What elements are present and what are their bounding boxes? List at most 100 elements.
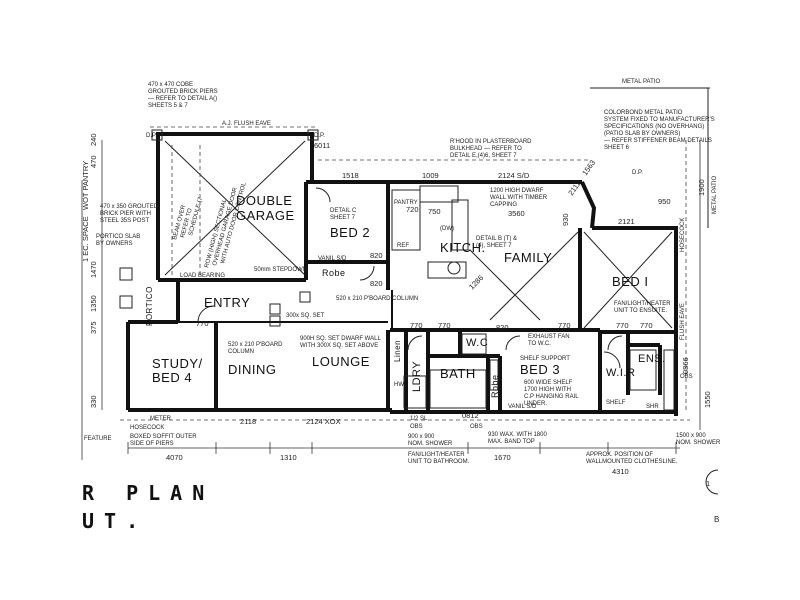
note-detail-c-1: DETAIL C — [330, 208, 357, 214]
room-robe-bed2: Robe — [322, 268, 346, 278]
dim-770e: 770 — [616, 321, 629, 330]
note-boxed-soffit-1: BOXED SOFFIT OUTER — [130, 434, 197, 440]
note-pier-3: STEEL 35S POST — [100, 218, 149, 224]
exterior-walls — [126, 132, 678, 416]
note-cobe-2: GROUTED BRICK PIERS — [148, 89, 218, 95]
note-clothesline-1: APPROX. POSITION OF — [586, 452, 653, 458]
dim-3560: 3560 — [508, 209, 525, 218]
dim-820a: 820 — [370, 251, 383, 260]
note-cobe-4: SHEETS 5 & 7 — [148, 103, 188, 109]
fixtures-and-details — [81, 87, 719, 495]
room-wc: W.C — [466, 337, 488, 349]
note-colorbond-5: — REFER STIFFENER BEAM DETAILS — [604, 138, 712, 144]
room-laundry: LDRY — [411, 361, 423, 392]
note-feature: FEATURE — [84, 436, 112, 442]
note-dwarf-wall-3: CAPPING — [490, 202, 517, 208]
room-bath: BATH — [440, 366, 476, 381]
note-fan-bath-1: FAN/LIGHT/HEATER — [408, 452, 465, 458]
dim-1009: 1009 — [422, 171, 439, 180]
dim-770d: 770 — [558, 321, 571, 330]
dim-720: 720 — [406, 205, 419, 214]
note-shelf-5: SHELF — [606, 400, 626, 406]
dim-1563: 1563 — [580, 158, 597, 177]
room-robe-bed3: Robe — [490, 374, 500, 398]
note-meter: METER — [150, 416, 172, 422]
dim-1900: 1900 — [697, 179, 706, 196]
note-rhood-3: DETAIL E,(4)6, SHEET 7 — [450, 153, 517, 159]
label-dishwasher: (DW) — [440, 226, 454, 232]
dim-1286: 1286 — [467, 273, 485, 291]
dim-470: 470 — [89, 155, 98, 168]
room-bed-3: BED 3 — [520, 362, 560, 377]
room-portico: PORTICO — [145, 286, 154, 326]
note-pb-column2-2: COLUMN — [228, 349, 254, 355]
note-dwarf-wall2-2: WITH 300X SQ. SET ABOVE — [300, 343, 378, 349]
room-dining: DINING — [228, 362, 277, 377]
note-obs-2: OBS — [470, 424, 483, 430]
note-pb-column2-1: 520 x 210 P'BOARD — [228, 342, 283, 348]
note-vanil: VANIL S/D — [318, 256, 347, 262]
note-portico-slab-1: PORTICO SLAB — [96, 234, 140, 240]
note-vanil-2: VANIL S/D — [508, 404, 537, 410]
dim-240: 240 — [89, 133, 98, 146]
note-shower-front-1: 900 x 900 — [408, 434, 435, 440]
dim-1518: 1518 — [342, 171, 359, 180]
room-wir: W.I.R — [606, 367, 635, 379]
note-dp-1: D.P. — [146, 133, 157, 139]
note-rhood-2: BULKHEAD — REFER TO — [450, 146, 522, 152]
room-linen: Linen — [393, 340, 402, 362]
note-load-bearing: LOAD BEARING — [180, 273, 225, 279]
room-bed-2: BED 2 — [330, 225, 370, 240]
note-colorbond-1: COLORBOND METAL PATIO — [604, 110, 683, 116]
note-obs-3: OBS — [680, 374, 693, 380]
dim-770a: 770 — [196, 319, 209, 328]
room-study-line1: STUDY/ — [152, 356, 203, 371]
dim-930: 930 — [561, 213, 570, 226]
dim-330: 330 — [89, 395, 98, 408]
note-detail-b-2: (4), SHEET 7 — [476, 243, 512, 249]
note-flush-eave-top: A.J. FLUSH EAVE — [222, 121, 271, 127]
dim-750: 750 — [428, 207, 441, 216]
dim-820c: 820 — [496, 323, 509, 332]
dim-1470: 1470 — [89, 261, 98, 278]
dim-pantry-wall: WOT PANTRY — [81, 161, 90, 210]
dim-2124a: 2124 S/D — [498, 171, 530, 180]
note-vanity-1: 930 WAX. WITH 1800 — [488, 432, 547, 438]
note-colorbond-4: (PATIO SLAB BY OWNERS) — [604, 131, 680, 137]
ref-marker-1: 1 — [706, 479, 710, 488]
note-clothesline-2: WALLMOUNTED CLOTHESLINE. — [586, 459, 678, 465]
room-lounge: LOUNGE — [312, 354, 370, 369]
dim-770c: 770 — [438, 321, 451, 330]
note-portico-slab-2: BY OWNERS — [96, 241, 133, 247]
note-shower-ens-2: NOM. SHOWER — [676, 440, 721, 446]
note-detail-c-2: SHEET 7 — [330, 215, 356, 221]
note-dp-3: D.P. — [632, 170, 643, 176]
note-colorbond-6: SHEET 6 — [604, 145, 630, 151]
note-hosecock-left: HOSECOCK — [130, 425, 164, 431]
dim-1310: 1310 — [280, 453, 297, 462]
note-stepdown: 50mm STEPDOWN — [254, 267, 307, 273]
dim-0812: 0812 — [462, 411, 479, 420]
dim-375: 375 — [89, 321, 98, 334]
note-detail-b-1: DETAIL B (T) & — [476, 236, 517, 242]
note-dwarf-wall2-1: 900H SQ. SET DWARF WALL — [300, 336, 381, 342]
room-double-garage-line2: GARAGE — [236, 208, 295, 223]
note-colorbond-3: SPECIFICATIONS (NO OVERHANG) — [604, 124, 704, 130]
room-double-garage-line1: DOUBLE — [236, 193, 292, 208]
dim-1550: 1550 — [703, 391, 712, 408]
note-shower-ens-1: 1500 x 900 — [676, 433, 706, 439]
room-study-line2: BED 4 — [152, 370, 192, 385]
room-pantry: PANTRY — [394, 200, 418, 206]
dim-820b: 820 — [370, 279, 383, 288]
note-sl: 1/2 SL — [410, 416, 428, 422]
note-shelf-support: SHELF SUPPORT — [520, 356, 570, 362]
note-metal-patio-top: METAL PATIO — [622, 79, 660, 85]
note-exhaust-1: EXHAUST FAN — [528, 334, 570, 340]
note-metal-patio-right: METAL PATIO — [712, 176, 718, 214]
room-family: FAMILY — [504, 250, 552, 265]
dim-1670: 1670 — [494, 453, 511, 462]
note-fan-ensuite-2: UNIT TO ENSUITE. — [614, 308, 667, 314]
room-ensuite: ENS. — [638, 353, 666, 365]
